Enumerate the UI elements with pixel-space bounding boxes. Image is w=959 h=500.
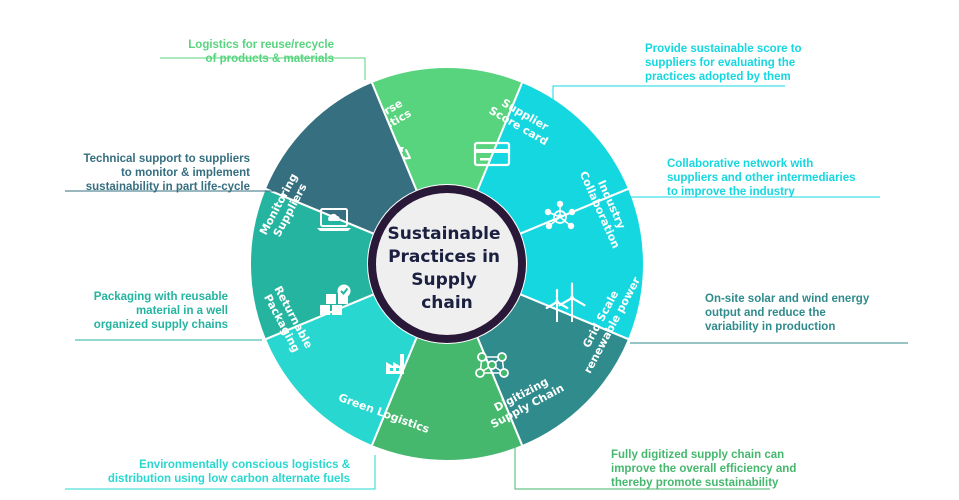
caption-line: material in a well (135, 305, 228, 317)
segment-green: Green Logistics (263, 292, 432, 448)
caption-line: improve the overall efficiency and (611, 463, 797, 475)
caption-line: variability in production (705, 321, 836, 333)
caption-industry-collaboration: Collaborative network with suppliers and… (667, 157, 897, 199)
boxes-icon (320, 284, 351, 315)
caption-line: distribution using low carbon alternate … (107, 473, 350, 485)
caption-line: organized supply chains (93, 319, 228, 331)
caption-line: Technical support to suppliers (83, 153, 250, 165)
caption-line: On-site solar and wind energy (705, 293, 870, 305)
caption-line: Environmentally conscious logistics & (139, 459, 350, 471)
caption-supplier-score-card: Provide sustainable score to suppliers f… (645, 42, 845, 84)
laptop-cloud-icon (317, 208, 351, 231)
center-title-line: Sustainable (388, 224, 501, 244)
caption-line: output and reduce the (705, 307, 826, 319)
caption-line: Provide sustainable score to (645, 43, 802, 55)
caption-line: Collaborative network with (667, 158, 814, 170)
caption-returnable-packaging: Packaging with reusable material in a we… (50, 290, 228, 332)
caption-line: to monitor & implement (120, 167, 250, 179)
caption-line: practices adopted by them (645, 71, 791, 83)
caption-line: of products & materials (205, 53, 334, 65)
hub-disc (376, 193, 518, 335)
network-icon (544, 200, 576, 230)
center-hub: Sustainable Practices in Supply chain (368, 185, 526, 343)
connector-line (160, 57, 366, 80)
caption-green-logistics: Environmentally conscious logistics & di… (60, 458, 350, 486)
caption-line: Fully digitized supply chain can (611, 449, 785, 461)
caption-line: Logistics for reuse/recycle (188, 39, 334, 51)
caption-line: thereby promote sustainability (611, 477, 779, 489)
caption-line: suppliers for evaluating the (645, 57, 796, 69)
segment-scorecard: SupplierScore card (473, 80, 631, 236)
connectors-layer (65, 57, 908, 490)
factory-icon (386, 354, 404, 374)
digital-network-icon (475, 352, 509, 378)
center-title-line: Supply (411, 270, 477, 290)
caption-monitoring-suppliers: Technical support to suppliers to monito… (40, 152, 250, 194)
credit-card-icon (473, 141, 511, 167)
caption-line: suppliers and other intermediaries (667, 172, 856, 184)
center-title-line: Practices in (388, 247, 500, 267)
connector-line (514, 440, 770, 490)
caption-line: to improve the industry (667, 186, 795, 198)
caption-grid-scale: On-site solar and wind energy output and… (705, 292, 905, 334)
segment-industry: IndustryCollaboration (518, 169, 645, 341)
connector-line (552, 85, 785, 105)
caption-line: Packaging with reusable (93, 291, 228, 303)
center-title-line: chain (421, 293, 473, 313)
connector-line (65, 455, 376, 490)
center-title: Sustainable Practices in Supply chain (388, 224, 507, 313)
wind-turbine-icon (545, 282, 586, 322)
caption-digitizing-supply-chain: Fully digitized supply chain can improve… (611, 448, 841, 490)
caption-reverse-logistics: Logistics for reuse/recycle of products … (150, 38, 334, 66)
caption-line: sustainability in part life-cycle (85, 181, 250, 193)
